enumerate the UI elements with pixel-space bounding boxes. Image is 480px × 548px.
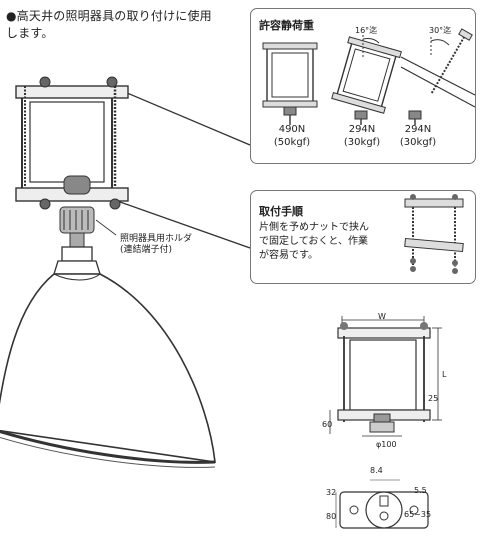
page-heading: ●高天井の照明器具の取り付けに使用 します。: [6, 8, 246, 42]
dim-w: W: [378, 312, 386, 321]
load-1-newton: 490N: [278, 124, 306, 135]
load-3-kgf: (30kgf): [399, 137, 437, 148]
holder-label: 照明器具用ホルダ (連結端子付): [120, 234, 192, 256]
install-title: 取付手順: [259, 205, 303, 218]
dim-32: 32: [326, 488, 337, 497]
dim-8-4: 8.4: [370, 466, 383, 475]
main-illustration: [0, 76, 250, 468]
holder-label-line-1: 照明器具用ホルダ: [120, 234, 193, 244]
load-2-newton: 294N: [348, 124, 376, 135]
dim-80: 80: [326, 512, 337, 521]
dim-25: 25: [428, 394, 439, 403]
load-value-1: 490N (50kgf): [265, 123, 319, 149]
dimension-front-view: [329, 316, 442, 437]
install-procedure-box: 取付手順 片側を予めナットで挟ん で固定しておくと、作業 が容易です。: [250, 190, 476, 284]
dim-phi100: φ100: [376, 440, 397, 449]
holder-label-line-2: (連結端子付): [120, 245, 173, 255]
install-text: 片側を予めナットで挟ん で固定しておくと、作業 が容易です。: [259, 221, 393, 263]
load-value-2: 294N (30kgf): [335, 123, 389, 149]
allowable-load-title: 許容静荷重: [259, 19, 314, 32]
load-diagrams: [262, 28, 475, 125]
install-line-2: で固定しておくと、作業: [259, 236, 368, 247]
dim-5-5: 5.5: [414, 486, 427, 495]
install-line-3: が容易です。: [259, 250, 318, 261]
dim-l: L: [442, 370, 447, 379]
dim-65-35: 65~35: [404, 510, 432, 519]
load-2-kgf: (30kgf): [343, 137, 381, 148]
angle-16-label: 16°迄: [355, 26, 378, 35]
heading-line-1: ●高天井の照明器具の取り付けに使用: [6, 9, 212, 23]
dimension-bottom-view: [335, 479, 429, 529]
dim-60: 60: [322, 420, 333, 429]
allowable-load-box: 許容静荷重 16°迄 30°迄 490N: [250, 8, 476, 164]
load-3-newton: 294N: [404, 124, 432, 135]
install-illustration: [404, 194, 464, 274]
load-value-3: 294N (30kgf): [391, 123, 445, 149]
heading-line-2: します。: [6, 26, 54, 40]
load-1-kgf: (50kgf): [273, 137, 311, 148]
install-line-1: 片側を予めナットで挟ん: [259, 222, 369, 233]
angle-30-label: 30°迄: [429, 26, 452, 35]
